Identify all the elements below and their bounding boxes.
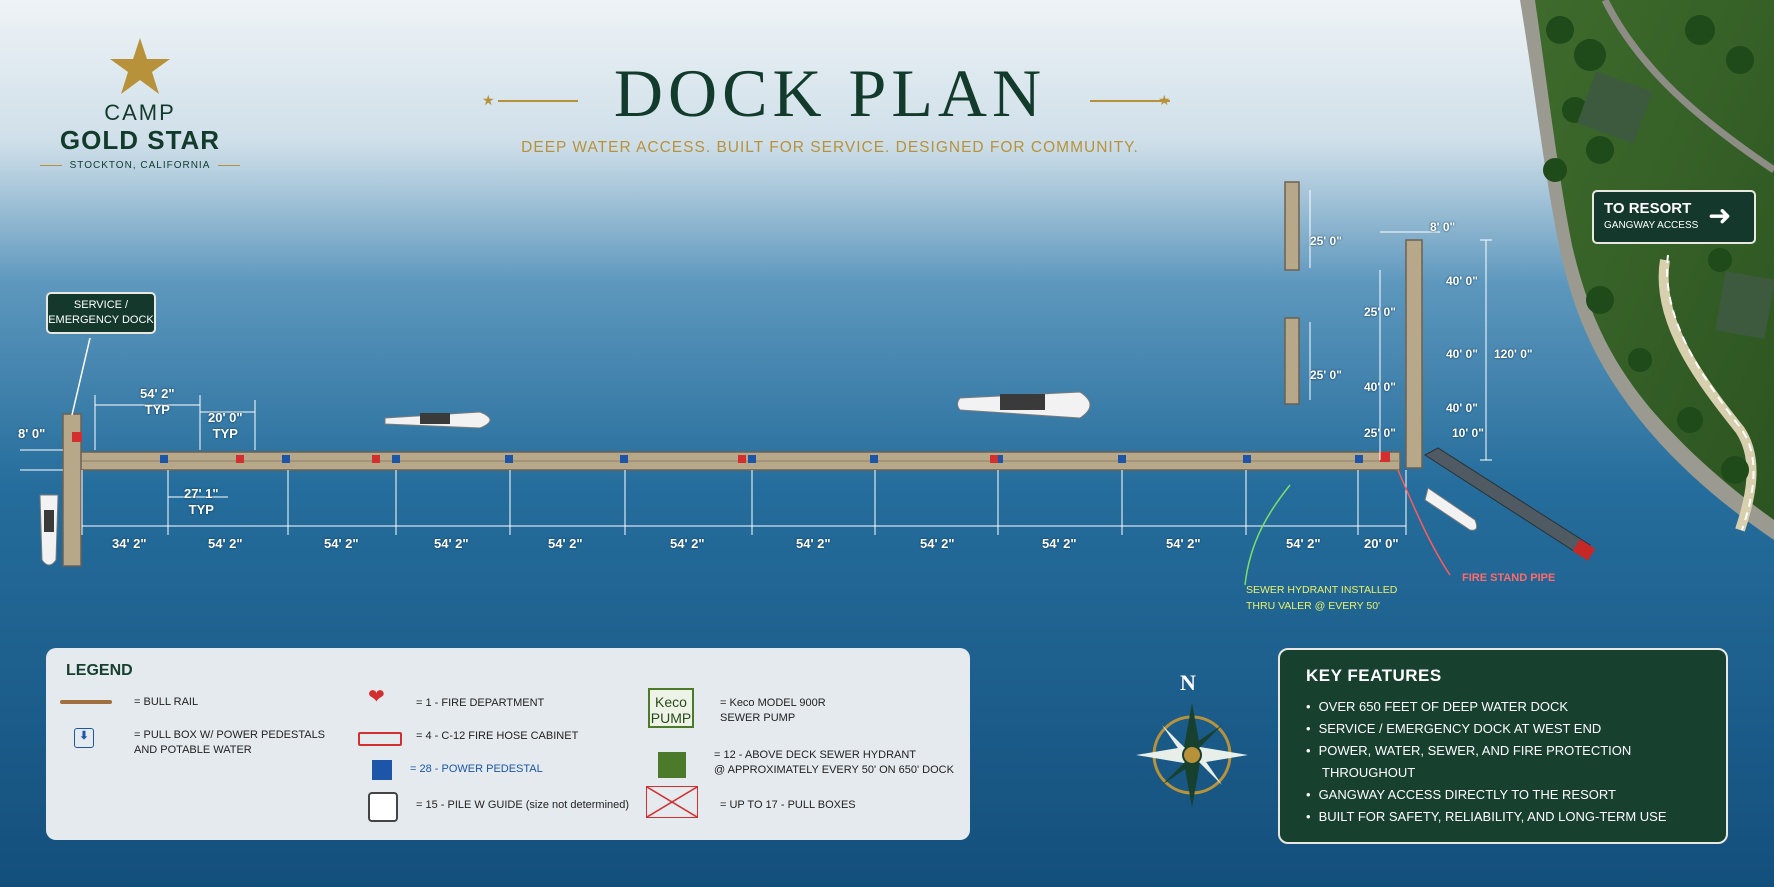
logo-location: STOCKTON, CALIFORNIA	[69, 160, 211, 171]
dim-east-l1: 25' 0"	[1364, 305, 1396, 319]
dim-east-s1: 40' 0"	[1446, 274, 1478, 288]
finger-dock-north	[1284, 181, 1300, 271]
legend-item: = 28 - POWER PEDESTAL	[410, 763, 543, 775]
pull-boxes-icon	[646, 786, 698, 818]
to-resort-sign[interactable]: TO RESORT GANGWAY ACCESS ➜	[1592, 190, 1756, 244]
page-title: DOCK PLAN	[613, 55, 1047, 131]
dim-finger-north: 25' 0"	[1310, 234, 1342, 248]
dim-bottom: 20' 0"	[1364, 536, 1399, 551]
trees	[1543, 15, 1754, 484]
dim-east-top: 8' 0"	[1430, 220, 1456, 234]
legend-title: LEGEND	[66, 662, 133, 679]
legend-item: = UP TO 17 - PULL BOXES	[720, 799, 856, 811]
east-dock	[1405, 239, 1423, 469]
title-star-right-icon: ★	[1158, 92, 1171, 108]
dim-east-l3: 25' 0"	[1364, 426, 1396, 440]
dim-typ-2: 20' 0"TYP	[208, 410, 243, 441]
path-walk	[1658, 259, 1757, 532]
title-rule-right	[1090, 100, 1170, 102]
bull-rail-icon	[60, 700, 112, 704]
boat-3	[39, 494, 59, 566]
fire-hose-cabinet-icon	[358, 732, 402, 746]
legend-item: = BULL RAIL	[134, 696, 199, 708]
dim-bottom: 54' 2"	[670, 536, 705, 551]
dim-east-s3: 40' 0"	[1446, 401, 1478, 415]
title-rule-left	[498, 100, 578, 102]
dim-bottom: 54' 2"	[1166, 536, 1201, 551]
dim-east-r10: 10' 0"	[1452, 426, 1484, 440]
legend-item: = 1 - FIRE DEPARTMENT	[416, 697, 545, 709]
page-subtitle: DEEP WATER ACCESS. BUILT FOR SERVICE. DE…	[521, 139, 1139, 156]
houses	[1577, 71, 1774, 339]
road	[1601, 0, 1774, 173]
dim-bottom: 54' 2"	[548, 536, 583, 551]
key-feature-item: SERVICE / EMERGENCY DOCK AT WEST END	[1306, 718, 1667, 740]
pile-guide-icon	[368, 792, 398, 822]
key-feature-item: THROUGHOUT	[1322, 765, 1416, 780]
legend-panel: LEGEND = BULL RAIL ⬇ = PULL BOX W/ POWER…	[46, 648, 970, 840]
title-star-left-icon: ★	[482, 92, 495, 108]
dim-typ-3: 27' 1"TYP	[184, 486, 219, 517]
dim-east-l2: 40' 0"	[1364, 380, 1396, 394]
pull-box-icon: ⬇	[74, 728, 94, 748]
dim-bottom: 34' 2"	[112, 536, 147, 551]
fire-department-icon: ❤	[368, 686, 385, 708]
key-features-title: KEY FEATURES	[1306, 666, 1442, 685]
key-feature-item: OVER 650 FEET OF DEEP WATER DOCK	[1306, 696, 1667, 718]
logo-star-icon	[110, 38, 170, 94]
legend-item: = 12 - ABOVE DECK SEWER HYDRANT@ APPROXI…	[714, 749, 954, 776]
legend-item: = 4 - C-12 FIRE HOSE CABINET	[416, 730, 579, 742]
dim-bottom: 54' 2"	[434, 536, 469, 551]
key-feature-item: BUILT FOR SAFETY, RELIABILITY, AND LONG-…	[1306, 806, 1667, 828]
sewer-hydrant-icon	[658, 752, 686, 778]
dashed-route	[1666, 254, 1755, 531]
finger-dock-south	[1284, 317, 1300, 405]
dim-bottom: 54' 2"	[1042, 536, 1077, 551]
dim-bottom: 54' 2"	[208, 536, 243, 551]
dimension-lines	[20, 190, 1492, 535]
legend-item: = 15 - PILE W GUIDE (size not determined…	[416, 799, 630, 811]
logo: CAMP GOLD STAR STOCKTON, CALIFORNIA	[30, 36, 250, 171]
dim-bottom: 54' 2"	[920, 536, 955, 551]
service-dock-sign: SERVICE / EMERGENCY DOCK	[46, 292, 156, 334]
dim-bottom: 54' 2"	[1286, 536, 1321, 551]
sewer-leader	[1244, 484, 1291, 586]
compass-rose	[1136, 703, 1248, 807]
dim-east-s2: 40' 0"	[1446, 347, 1478, 361]
dim-east-total: 120' 0"	[1494, 347, 1533, 361]
arrow-right-icon: ➜	[1708, 200, 1732, 231]
power-pedestal-icon	[372, 760, 392, 780]
key-features-panel: KEY FEATURES OVER 650 FEET OF DEEP WATER…	[1278, 648, 1728, 844]
gangway-end	[1572, 539, 1596, 561]
dim-left-width: 8' 0"	[18, 426, 46, 441]
dim-finger-south: 25' 0"	[1310, 368, 1342, 382]
gangway	[1424, 447, 1591, 556]
power-pedestals	[160, 455, 1363, 463]
boat-1	[384, 411, 491, 429]
key-feature-item: GANGWAY ACCESS DIRECTLY TO THE RESORT	[1306, 784, 1667, 806]
dim-bottom: 54' 2"	[796, 536, 831, 551]
fire-cabinets	[72, 432, 1390, 463]
fire-leader	[1397, 469, 1451, 576]
boat-4	[1424, 487, 1478, 531]
key-features-list: OVER 650 FEET OF DEEP WATER DOCK SERVICE…	[1306, 696, 1667, 828]
logo-camp: CAMP	[104, 100, 176, 125]
dim-typ-1: 54' 2"TYP	[140, 386, 175, 417]
key-feature-item: POWER, WATER, SEWER, AND FIRE PROTECTION	[1306, 740, 1667, 762]
dim-bottom: 54' 2"	[324, 536, 359, 551]
boat-2	[957, 391, 1091, 419]
compass-north-label: N	[1180, 670, 1196, 695]
service-leader	[71, 337, 91, 416]
logo-gold-star: GOLD STAR	[59, 125, 221, 155]
fire-stand-pipe-callout: FIRE STAND PIPE	[1462, 572, 1556, 584]
